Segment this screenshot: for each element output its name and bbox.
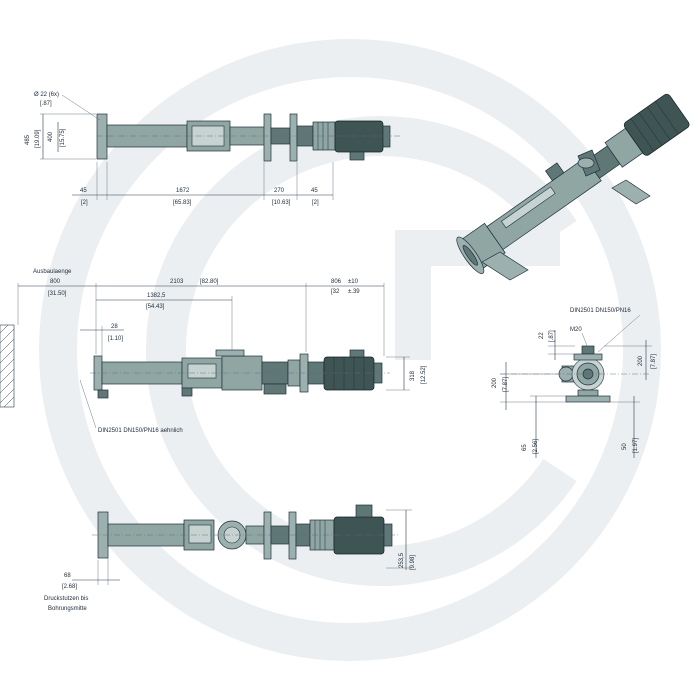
height-50-in: [1.97]: [633, 438, 639, 453]
side-view: Ausbaulaenge 800 [31.50] 2103 [82.80] 80…: [0, 269, 427, 434]
dim-22: 22: [539, 332, 545, 339]
height-65: 65: [522, 444, 528, 451]
dim-45-left: 45: [80, 188, 87, 194]
install-length-label: Ausbaulaenge: [33, 269, 72, 275]
dim-800: 800: [50, 279, 61, 285]
dim-806-tol-in: ±.39: [348, 289, 360, 295]
height-253: 253,5: [399, 552, 405, 568]
height-200-left: 200: [492, 377, 498, 388]
dim-45-left-in: [2]: [81, 200, 88, 206]
height-200-right: 200: [638, 355, 644, 366]
bottom-view: 68 [2.68] Druckstutzen bis Bohrungsmitte…: [44, 504, 416, 612]
dim-45-right-in: [2]: [312, 200, 319, 206]
dim-806-tol: ±10: [348, 279, 359, 285]
flange-note: DIN2501 DN150/PN16 aehnlich: [98, 428, 183, 434]
dim-270: 270: [274, 188, 285, 194]
height-400: 400: [48, 131, 54, 142]
dim-28: 28: [111, 324, 118, 330]
height-200-right-in: [7.87]: [651, 354, 657, 369]
dim-270-in: [10.63]: [272, 200, 291, 206]
height-50: 50: [622, 443, 628, 450]
end-flange-label: DIN2501 DN150/PN16: [570, 308, 631, 314]
dim-1382: 1382,5: [147, 293, 166, 299]
dim-806-in: [32: [331, 289, 340, 295]
outlet-label-2: Bohrungsmitte: [48, 606, 87, 612]
height-318-in: [12.52]: [421, 365, 427, 384]
height-200-left-in: [7.87]: [503, 377, 509, 392]
height-65-in: [2.56]: [533, 439, 539, 454]
height-318: 318: [410, 370, 416, 381]
thread-label: M20: [570, 327, 582, 333]
height-485-in: [19.09]: [35, 129, 41, 148]
height-400-in: [15.75]: [60, 128, 66, 147]
watermark-logo: [39, 39, 661, 661]
dim-45-right: 45: [311, 188, 318, 194]
dim-68: 68: [64, 573, 71, 579]
top-view: Ø 22 (6x) [.87] 485 [19.09] 400 [15.75] …: [25, 92, 400, 206]
hole-label: Ø 22 (6x): [34, 92, 59, 98]
dim-2103-in: [82.80]: [200, 279, 219, 285]
dim-1672: 1672: [176, 188, 190, 194]
outlet-label-1: Druckstutzen bis: [44, 596, 88, 602]
dim-22-in: [.87]: [549, 330, 555, 342]
dim-2103: 2103: [170, 279, 184, 285]
dim-806: 806: [331, 279, 342, 285]
dim-1382-in: [54.43]: [146, 304, 165, 310]
dim-1672-in: [65.83]: [173, 200, 192, 206]
hole-label-in: [.87]: [40, 101, 52, 107]
dim-28-in: [1.10]: [108, 336, 123, 342]
dim-800-in: [31.50]: [48, 291, 67, 297]
end-view: DIN2501 DN150/PN16 M20 22 [.87] 200 [7.8…: [492, 308, 657, 458]
height-253-in: [9.98]: [410, 555, 416, 570]
height-485: 485: [25, 134, 31, 145]
isometric-view: [456, 93, 690, 281]
dim-68-in: [2.68]: [62, 584, 77, 590]
